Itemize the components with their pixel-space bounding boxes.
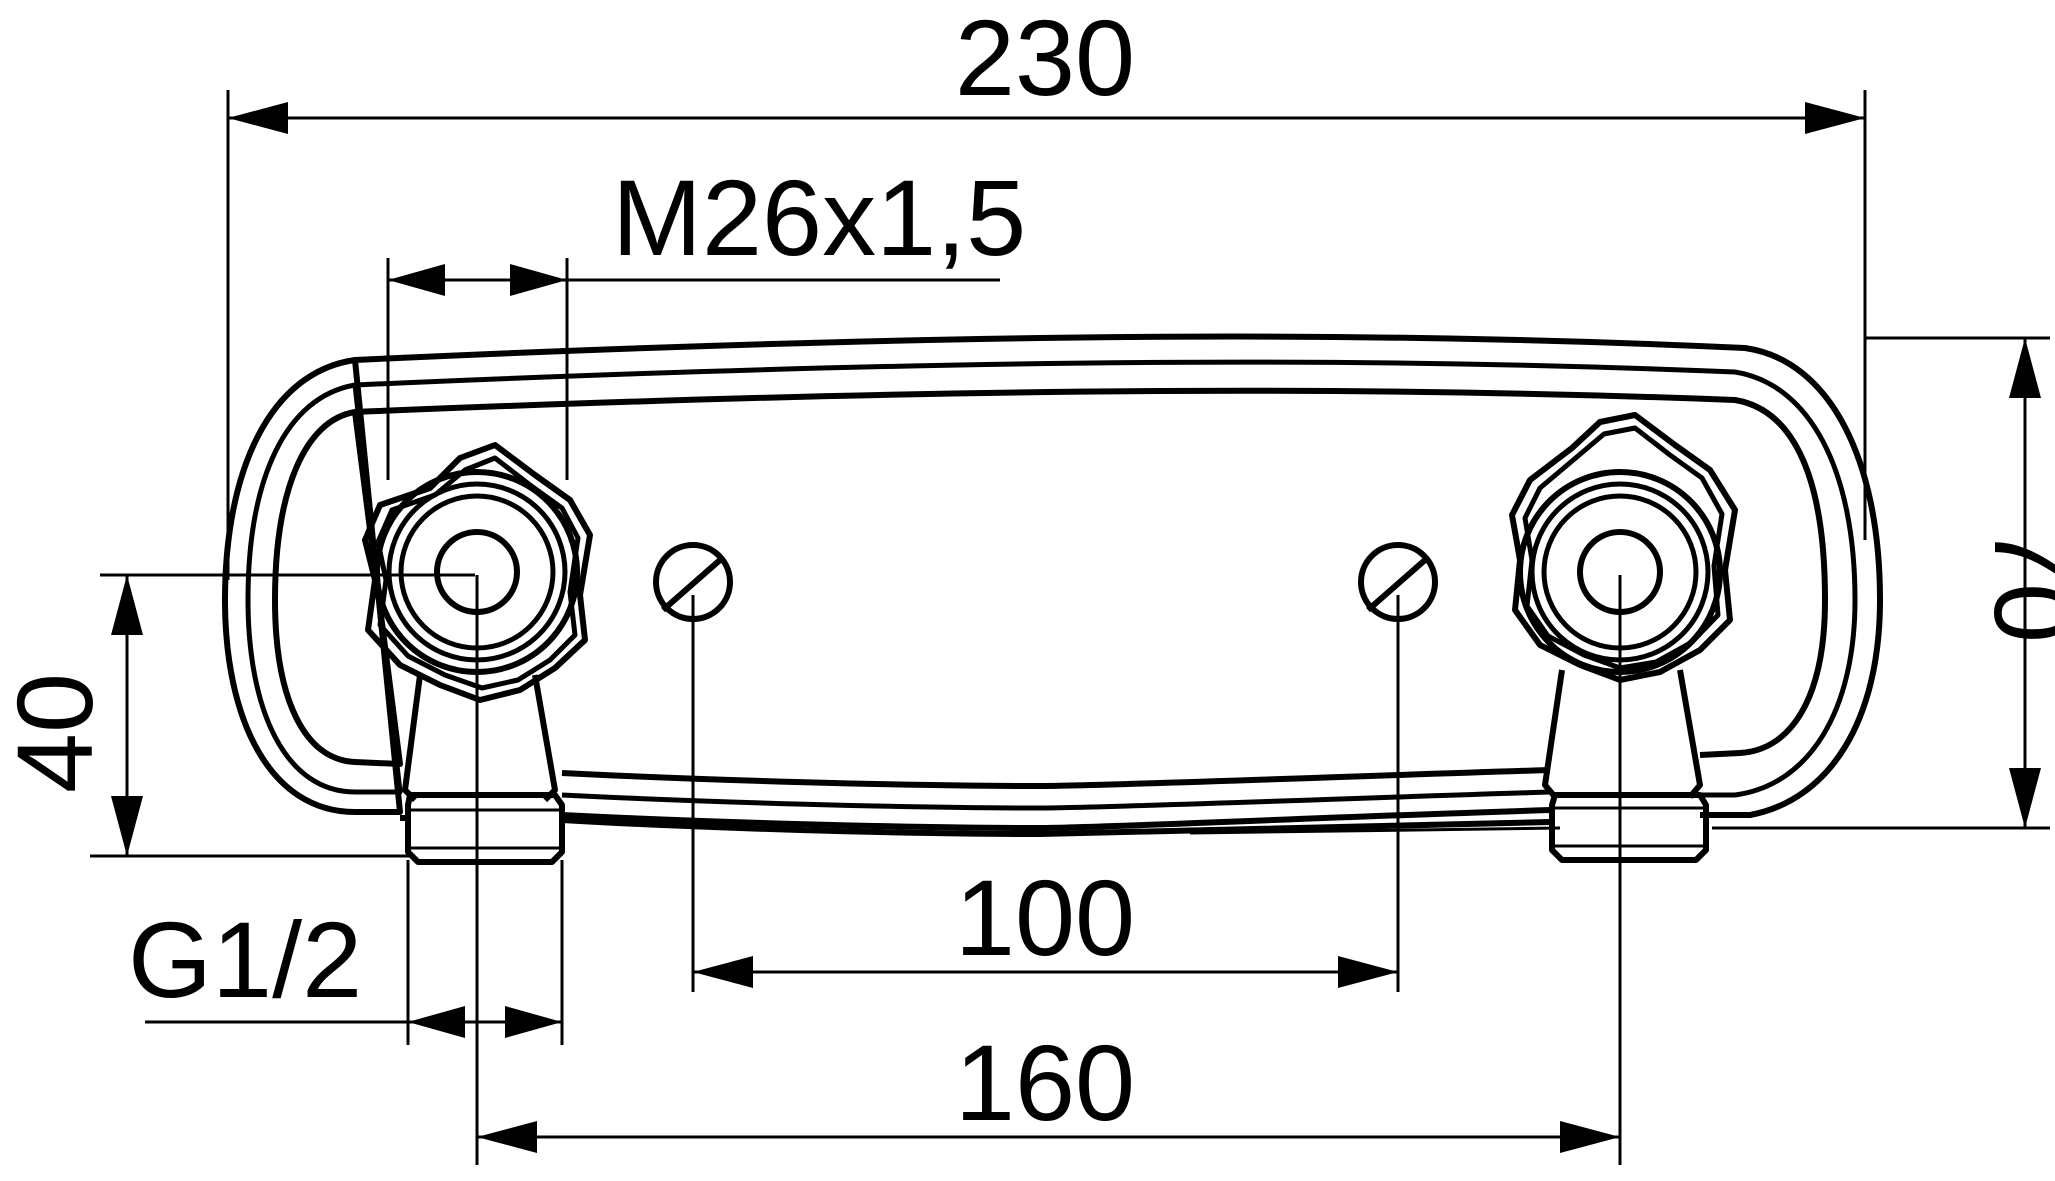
body-outline <box>222 333 1883 837</box>
overall-height-label: 70 <box>1972 523 2055 643</box>
dimension-100: 100 <box>693 857 1398 988</box>
dimension-g12: G1/2 <box>128 899 562 1038</box>
dimension-thread: M26x1,5 <box>388 157 1026 296</box>
overall-width-label: 230 <box>955 0 1135 118</box>
dimension-230: 230 <box>228 0 1865 134</box>
dimension-40: 40 <box>0 575 143 856</box>
extension-lines <box>90 90 2050 1165</box>
axis-height-label: 40 <box>0 673 115 793</box>
screw-spacing-label: 100 <box>955 857 1135 978</box>
connection-spacing-label: 160 <box>955 1022 1135 1143</box>
pipe-thread-label: G1/2 <box>128 899 362 1020</box>
thread-size-label: M26x1,5 <box>612 157 1026 278</box>
dimension-160: 160 <box>477 1022 1620 1153</box>
dimension-70: 70 <box>1972 338 2055 828</box>
